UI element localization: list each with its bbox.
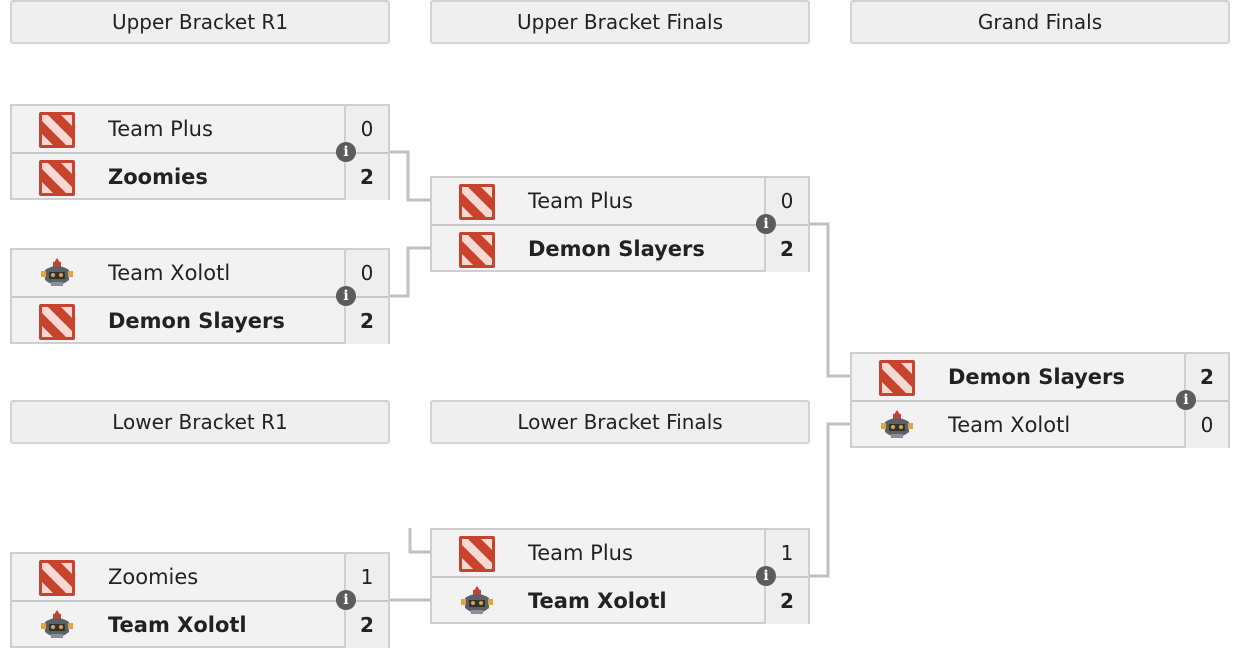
match-row[interactable]: Team Xolotl 2 [432, 578, 808, 624]
team-name: Team Plus [108, 117, 213, 141]
dota-logo-icon [38, 160, 76, 196]
match-row[interactable]: Demon Slayers 2 [12, 298, 388, 344]
dota-logo-icon [458, 536, 496, 572]
header-label: Upper Bracket Finals [517, 10, 723, 34]
row-divider [12, 600, 388, 602]
header-label: Lower Bracket Finals [517, 410, 723, 434]
team-name: Demon Slayers [108, 309, 285, 333]
match-grand-final[interactable]: Demon Slayers 2 Team Xolotl 0 [850, 352, 1230, 448]
match-row[interactable]: Team Plus 0 [432, 178, 808, 224]
match-ub-r1-2[interactable]: Team Xolotl 0 Demon Slayers 2 [10, 248, 390, 344]
team-name: Team Xolotl [108, 613, 247, 637]
info-icon[interactable]: i [336, 142, 356, 162]
team-score: 0 [1184, 402, 1228, 448]
dota-logo-icon [458, 184, 496, 220]
match-lb-final[interactable]: Team Plus 1 Team Xolotl 2 [430, 528, 810, 624]
info-icon[interactable]: i [336, 286, 356, 306]
match-row[interactable]: Team Xolotl 2 [12, 602, 388, 648]
match-ub-final[interactable]: Team Plus 0 Demon Slayers 2 [430, 176, 810, 272]
header-upper-bracket-r1: Upper Bracket R1 [10, 0, 390, 44]
match-lb-r1[interactable]: Zoomies 1 Team Xolotl 2 [10, 552, 390, 648]
row-divider [12, 152, 388, 154]
info-icon[interactable]: i [1176, 390, 1196, 410]
header-upper-bracket-finals: Upper Bracket Finals [430, 0, 810, 44]
match-row[interactable]: Team Xolotl 0 [12, 250, 388, 296]
row-divider [432, 224, 808, 226]
team-name: Team Xolotl [528, 589, 667, 613]
dota-logo-icon [38, 304, 76, 340]
team-score: 2 [764, 578, 808, 624]
match-row[interactable]: Demon Slayers 2 [432, 226, 808, 272]
team-name: Team Xolotl [108, 261, 231, 285]
xolotl-logo-icon [38, 256, 76, 292]
dota-logo-icon [458, 232, 496, 268]
team-score: 2 [344, 602, 388, 648]
info-icon[interactable]: i [336, 590, 356, 610]
team-name: Zoomies [108, 565, 199, 589]
info-icon[interactable]: i [756, 214, 776, 234]
team-name: Demon Slayers [948, 365, 1125, 389]
team-score: 2 [344, 298, 388, 344]
match-row[interactable]: Zoomies 2 [12, 154, 388, 200]
header-lower-bracket-r1: Lower Bracket R1 [10, 400, 390, 444]
match-row[interactable]: Demon Slayers 2 [852, 354, 1228, 400]
match-row[interactable]: Team Xolotl 0 [852, 402, 1228, 448]
xolotl-logo-icon [878, 408, 916, 444]
team-name: Team Plus [528, 189, 633, 213]
dota-logo-icon [878, 360, 916, 396]
xolotl-logo-icon [458, 584, 496, 620]
dota-logo-icon [38, 560, 76, 596]
row-divider [12, 296, 388, 298]
info-icon[interactable]: i [756, 566, 776, 586]
match-row[interactable]: Team Plus 1 [432, 530, 808, 576]
header-lower-bracket-finals: Lower Bracket Finals [430, 400, 810, 444]
dota-logo-icon [38, 112, 76, 148]
row-divider [852, 400, 1228, 402]
header-label: Grand Finals [977, 10, 1103, 34]
team-name: Demon Slayers [528, 237, 705, 261]
header-label: Lower Bracket R1 [112, 410, 288, 434]
match-ub-r1-1[interactable]: Team Plus 0 Zoomies 2 [10, 104, 390, 200]
match-row[interactable]: Team Plus 0 [12, 106, 388, 152]
team-name: Zoomies [108, 165, 208, 189]
xolotl-logo-icon [38, 608, 76, 644]
header-grand-finals: Grand Finals [850, 0, 1230, 44]
match-row[interactable]: Zoomies 1 [12, 554, 388, 600]
team-name: Team Plus [528, 541, 633, 565]
header-label: Upper Bracket R1 [111, 10, 289, 34]
row-divider [432, 576, 808, 578]
team-name: Team Xolotl [948, 413, 1071, 437]
team-score: 2 [764, 226, 808, 272]
team-score: 2 [344, 154, 388, 200]
